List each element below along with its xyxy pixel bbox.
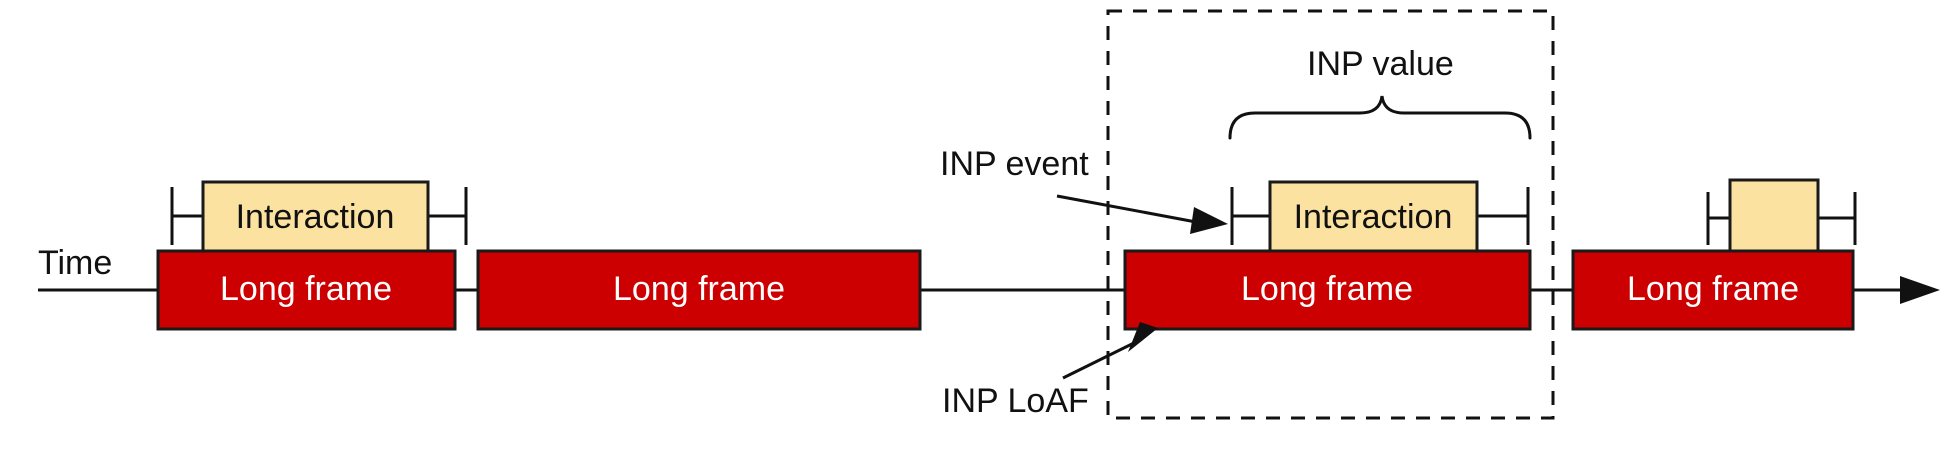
interaction-box-4[interactable] [1728, 178, 1820, 253]
inp-event-annotation: INP event [940, 145, 1228, 234]
interaction-whisker-1 [170, 187, 468, 245]
frame-group-1: Interaction Long frame [156, 180, 468, 331]
interaction-box-label-3: Interaction [1294, 198, 1453, 236]
long-frame-label-4: Long frame [1627, 270, 1799, 308]
long-frame-label-3: Long frame [1241, 270, 1413, 308]
time-axis: Time [38, 244, 1940, 304]
inp-value-label: INP value [1307, 45, 1454, 83]
long-frame-box-3[interactable] [1123, 249, 1532, 331]
frame-group-3: Interaction Long frame [1123, 180, 1532, 331]
long-frame-box-4[interactable] [1571, 249, 1855, 331]
long-frame-box-1[interactable] [156, 249, 457, 331]
inp-loaf-annotation: INP LoAF [942, 322, 1158, 420]
interaction-whisker-3 [1230, 187, 1530, 245]
interaction-box-label-1: Interaction [236, 198, 395, 236]
inp-loaf-arrow-line [1062, 338, 1141, 380]
time-axis-label: Time [38, 244, 112, 282]
long-frame-label-2: Long frame [613, 270, 785, 308]
inp-event-arrow-line [1056, 194, 1197, 224]
inp-loaf-label: INP LoAF [942, 382, 1089, 420]
inp-loaf-arrow-head-icon [1128, 322, 1158, 352]
axis-arrow-head-icon [1900, 276, 1940, 304]
frame-group-2: Long frame [476, 249, 922, 331]
inp-value-brace [1228, 95, 1532, 140]
inp-event-arrow-head-icon [1190, 207, 1228, 234]
inp-highlight-dashed-box [1106, 9, 1555, 420]
long-frame-box-2[interactable] [476, 249, 922, 331]
interaction-whisker-4 [1706, 192, 1857, 245]
inp-event-label: INP event [940, 145, 1089, 183]
frame-group-4: Long frame [1571, 178, 1857, 331]
interaction-box-3[interactable] [1268, 180, 1479, 253]
long-frame-label-1: Long frame [220, 270, 392, 308]
inp-value-annotation: INP value [1228, 45, 1532, 140]
